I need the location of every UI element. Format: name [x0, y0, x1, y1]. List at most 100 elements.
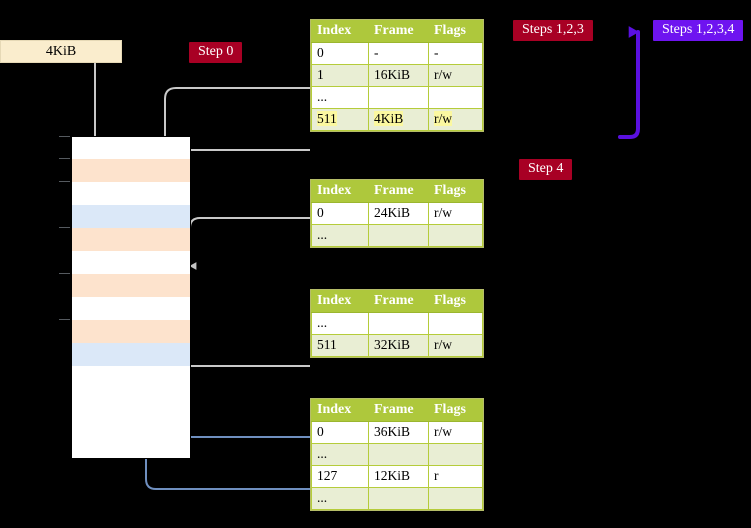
- table-row: ...: [311, 443, 483, 466]
- memory-tick-mark: [59, 319, 70, 320]
- column-header-index: Index: [311, 20, 369, 43]
- cell-flags-value: -: [434, 45, 439, 60]
- badge-step-0-label: Step 0: [198, 44, 234, 59]
- column-header-flags: Flags: [428, 399, 483, 422]
- cell-frame-value: 32KiB: [374, 337, 411, 352]
- memory-tick-mark: [59, 273, 70, 274]
- physical-memory-column: [59, 136, 191, 459]
- memory-tick-mark: [59, 181, 70, 182]
- column-header-flags: Flags: [428, 290, 483, 313]
- cell-frame-value: 4KiB: [374, 111, 404, 126]
- table-row: 127 12KiB r: [311, 465, 483, 488]
- cell-index-value: ...: [317, 446, 328, 461]
- cell-frame: 36KiB: [368, 421, 429, 444]
- cell-flags: [428, 443, 483, 466]
- wire-pdp-entry: [189, 217, 310, 270]
- cell-frame: 12KiB: [368, 465, 429, 488]
- column-header-flags: Flags: [428, 180, 483, 203]
- cell-frame: 32KiB: [368, 334, 429, 357]
- cell-flags-value: r/w: [434, 67, 452, 82]
- cell-flags: r/w: [428, 202, 483, 225]
- cell-index: ...: [311, 312, 369, 335]
- memory-frame-row: [71, 412, 191, 436]
- table-row: ...: [311, 224, 483, 247]
- table-row: 0 24KiB r/w: [311, 202, 483, 225]
- size-box-4kib: 4KiB: [0, 40, 122, 63]
- cell-index: ...: [311, 224, 369, 247]
- cell-index: 0: [311, 42, 369, 65]
- badge-steps-1234: Steps 1,2,3,4: [653, 20, 744, 41]
- cell-frame: 4KiB: [368, 108, 429, 131]
- memory-tick-mark: [59, 158, 70, 159]
- cell-flags: [428, 224, 483, 247]
- cell-flags-value: r/w: [434, 111, 452, 126]
- table-row: ...: [311, 312, 483, 335]
- cell-index-value: ...: [317, 315, 328, 330]
- size-box-label: 4KiB: [45, 43, 77, 59]
- cell-frame-value: 12KiB: [374, 468, 411, 483]
- memory-frame-row: [59, 158, 191, 183]
- column-header-index: Index: [311, 290, 369, 313]
- badge-steps-1234-label: Steps 1,2,3,4: [662, 22, 735, 37]
- column-header-flags: Flags: [428, 20, 483, 43]
- cell-flags-value: r/w: [434, 205, 452, 220]
- cell-index-value: 1: [317, 67, 324, 82]
- cell-flags: r/w: [428, 421, 483, 444]
- cell-frame-value: 36KiB: [374, 424, 411, 439]
- cell-index-value: ...: [317, 89, 328, 104]
- table-row: 0 36KiB r/w: [311, 421, 483, 444]
- badge-steps-123: Steps 1,2,3: [513, 20, 593, 41]
- cell-index-value: ...: [317, 227, 328, 242]
- cell-index: 511: [311, 108, 369, 131]
- cell-index: 0: [311, 421, 369, 444]
- cell-index-value: 511: [317, 111, 337, 126]
- cell-frame: 24KiB: [368, 202, 429, 225]
- memory-frame-row: [59, 181, 191, 206]
- cell-index-value: 511: [317, 337, 337, 352]
- cell-flags: [428, 86, 483, 109]
- cell-frame-value: 24KiB: [374, 205, 411, 220]
- table-row: ...: [311, 86, 483, 109]
- cell-frame: 16KiB: [368, 64, 429, 87]
- column-header-index: Index: [311, 180, 369, 203]
- cell-flags-value: r: [434, 468, 439, 483]
- column-header-frame: Frame: [368, 180, 429, 203]
- memory-frame-row: [59, 319, 191, 344]
- cell-index: 127: [311, 465, 369, 488]
- cell-flags: r/w: [428, 334, 483, 357]
- memory-frame-row: [59, 136, 191, 160]
- memory-frame-row: [71, 251, 191, 275]
- cell-frame: [368, 312, 429, 335]
- memory-frame-row: [71, 205, 191, 229]
- wire-mem-to-pdp: [179, 147, 310, 151]
- cell-flags: [428, 312, 483, 335]
- memory-frame-row: [71, 297, 191, 321]
- cell-index-value: 0: [317, 424, 324, 439]
- cell-index-value: 127: [317, 468, 338, 483]
- table-row: 511 4KiB r/w: [311, 108, 483, 131]
- table-row: ...: [311, 487, 483, 510]
- cell-frame: -: [368, 42, 429, 65]
- cell-frame-value: -: [374, 45, 379, 60]
- badge-step-0: Step 0: [189, 42, 243, 63]
- cell-index: 511: [311, 334, 369, 357]
- column-header-frame: Frame: [368, 399, 429, 422]
- table-row: 0--: [311, 42, 483, 65]
- cell-flags: r/w: [428, 108, 483, 131]
- cell-index: ...: [311, 86, 369, 109]
- cell-frame: [368, 224, 429, 247]
- cell-flags: r: [428, 465, 483, 488]
- column-header-frame: Frame: [368, 20, 429, 43]
- cell-frame: [368, 487, 429, 510]
- cell-flags: [428, 487, 483, 510]
- cell-index: 0: [311, 202, 369, 225]
- cell-index-value: ...: [317, 490, 328, 505]
- table-row: 511 32KiB r/w: [311, 334, 483, 357]
- badge-step-4-label: Step 4: [528, 161, 564, 176]
- memory-frame-row: [59, 273, 191, 298]
